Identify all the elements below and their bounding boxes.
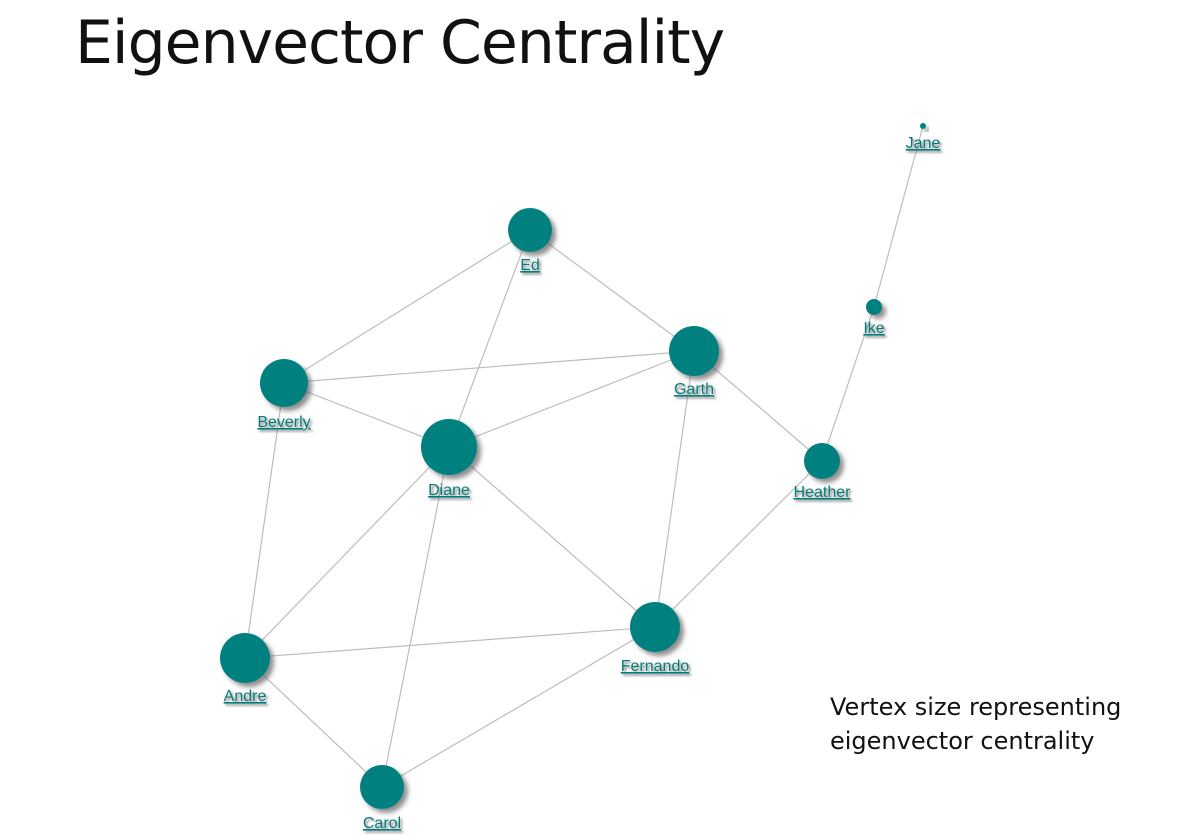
- node-garth-label: Garth: [674, 381, 714, 398]
- edge-beverly-garth: [283, 350, 695, 384]
- node-beverly-vertex: [260, 359, 308, 407]
- node-diane: Diane: [421, 419, 477, 499]
- caption-line-1: Vertex size representing: [830, 693, 1122, 721]
- edge-andre-fernando: [244, 626, 656, 659]
- node-beverly-label: Beverly: [257, 414, 310, 431]
- node-ike-vertex: [866, 299, 882, 315]
- node-diane-vertex: [421, 419, 477, 475]
- edge-ed-beverly: [283, 229, 531, 384]
- edge-garth-heather: [693, 350, 823, 462]
- edge-andre-carol: [244, 657, 383, 788]
- caption-line-2: eigenvector centrality: [830, 727, 1095, 755]
- edge-diane-fernando: [448, 446, 656, 628]
- edge-diane-carol: [381, 446, 450, 788]
- node-fernando-label: Fernando: [621, 658, 690, 675]
- node-fernando-vertex: [630, 602, 680, 652]
- edge-heather-fernando: [654, 460, 823, 628]
- node-carol: Carol: [360, 765, 404, 832]
- node-fernando: Fernando: [621, 602, 690, 675]
- node-carol-vertex: [360, 765, 404, 809]
- node-diane-label: Diane: [428, 482, 470, 499]
- edge-beverly-andre: [244, 382, 285, 659]
- node-jane-label: Jane: [906, 135, 941, 152]
- edge-carol-fernando: [381, 626, 656, 788]
- slide-title: Eigenvector Centrality: [75, 8, 725, 78]
- edge-ed-garth: [529, 229, 695, 352]
- node-heather: Heather: [794, 443, 852, 501]
- node-andre: Andre: [220, 633, 270, 705]
- node-ike: Ike: [863, 299, 885, 337]
- edge-diane-garth: [448, 350, 695, 448]
- edge-ed-diane: [448, 229, 531, 448]
- edges-layer: [244, 125, 924, 788]
- node-heather-vertex: [804, 443, 840, 479]
- edge-ike-jane: [873, 125, 924, 308]
- caption: Vertex size representing eigenvector cen…: [830, 690, 1121, 758]
- node-ike-label: Ike: [863, 320, 884, 337]
- node-carol-label: Carol: [363, 815, 401, 832]
- edge-diane-andre: [244, 446, 450, 659]
- edge-garth-fernando: [654, 350, 695, 628]
- node-andre-vertex: [220, 633, 270, 683]
- node-jane-vertex: [920, 123, 926, 129]
- node-heather-label: Heather: [794, 484, 852, 501]
- edge-beverly-diane: [283, 382, 450, 448]
- node-jane: Jane: [906, 123, 941, 152]
- node-ed-label: Ed: [520, 257, 540, 274]
- node-andre-label: Andre: [224, 688, 267, 705]
- node-ed-vertex: [508, 208, 552, 252]
- node-garth-vertex: [669, 326, 719, 376]
- edge-heather-ike: [821, 306, 875, 462]
- node-beverly: Beverly: [257, 359, 311, 431]
- node-ed: Ed: [508, 208, 552, 274]
- node-garth: Garth: [669, 326, 719, 398]
